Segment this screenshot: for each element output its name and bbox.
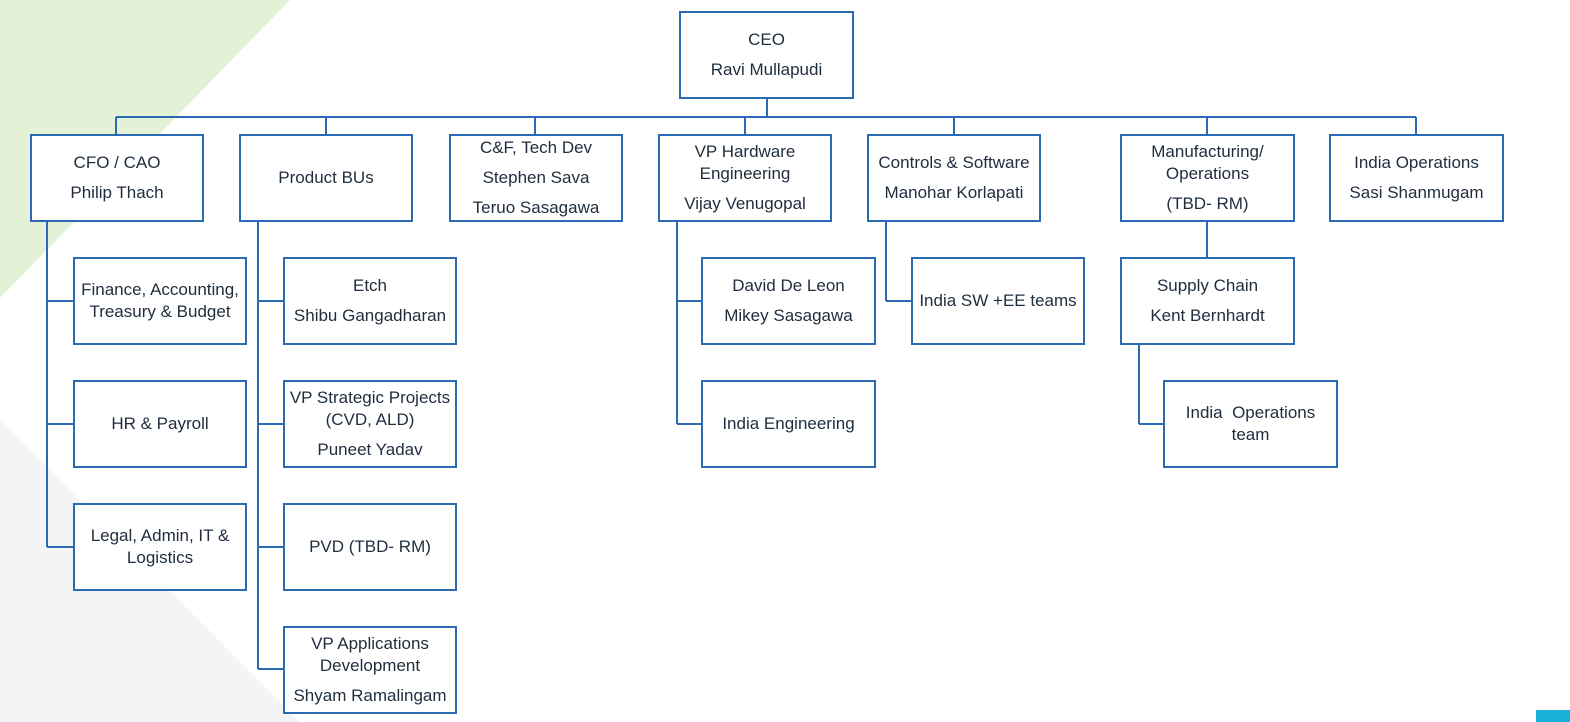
- manufacturing-title-2: Operations: [1165, 164, 1250, 183]
- supply-chain-title: Supply Chain: [1156, 276, 1259, 295]
- india-sw-title: India SW +EE teams: [919, 291, 1077, 310]
- cfo-box: CFO / CAO Philip Thach: [30, 134, 204, 222]
- legal-box: Legal, Admin, IT & Logistics: [73, 503, 247, 591]
- product-bus-title: Product BUs: [278, 168, 374, 187]
- pvd-box: PVD (TBD- RM): [283, 503, 457, 591]
- legal-line-2: Logistics: [126, 548, 194, 567]
- david-box: David De Leon Mikey Sasagawa: [701, 257, 876, 345]
- vp-apps-name: Shyam Ramalingam: [293, 686, 447, 705]
- vp-strategic-title-1: VP Strategic Projects: [289, 388, 451, 407]
- david-name-2: Mikey Sasagawa: [724, 306, 853, 325]
- cf-tech-name-1: Stephen Sava: [482, 168, 590, 187]
- vp-apps-title-2: Development: [319, 656, 421, 675]
- pvd-title: PVD (TBD- RM): [309, 537, 431, 556]
- india-ops-team-line-1: India Operations: [1185, 403, 1316, 422]
- etch-box: Etch Shibu Gangadharan: [283, 257, 457, 345]
- vp-hw-title-2: Engineering: [699, 164, 791, 183]
- hr-box: HR & Payroll: [73, 380, 247, 468]
- vp-hw-name: Vijay Venugopal: [684, 194, 806, 213]
- corner-accent: [1536, 710, 1570, 722]
- ceo-name: Ravi Mullapudi: [710, 60, 823, 79]
- controls-title: Controls & Software: [878, 153, 1030, 172]
- vp-strategic-box: VP Strategic Projects (CVD, ALD) Puneet …: [283, 380, 457, 468]
- ceo-box: CEO Ravi Mullapudi: [679, 11, 854, 99]
- vp-apps-box: VP Applications Development Shyam Ramali…: [283, 626, 457, 714]
- manufacturing-title-1: Manufacturing/: [1151, 142, 1264, 161]
- india-sw-box: India SW +EE teams: [911, 257, 1085, 345]
- cfo-name: Philip Thach: [70, 183, 164, 202]
- vp-apps-title-1: VP Applications: [311, 634, 429, 653]
- ceo-title: CEO: [748, 30, 785, 49]
- product-bus-box: Product BUs: [239, 134, 413, 222]
- etch-name: Shibu Gangadharan: [293, 306, 447, 325]
- vp-hw-title-1: VP Hardware: [694, 142, 796, 161]
- cf-tech-title: C&F, Tech Dev: [479, 138, 593, 157]
- supply-chain-box: Supply Chain Kent Bernhardt: [1120, 257, 1295, 345]
- etch-title: Etch: [352, 276, 388, 295]
- finance-box: Finance, Accounting, Treasury & Budget: [73, 257, 247, 345]
- vp-strategic-name: Puneet Yadav: [317, 440, 423, 459]
- legal-line-1: Legal, Admin, IT &: [90, 526, 230, 545]
- controls-name: Manohar Korlapati: [884, 183, 1024, 202]
- cfo-title: CFO / CAO: [73, 153, 161, 172]
- vp-strategic-title-2: (CVD, ALD): [325, 410, 415, 429]
- david-name-1: David De Leon: [732, 276, 845, 295]
- hr-title: HR & Payroll: [111, 414, 209, 433]
- india-ops-box: India Operations Sasi Shanmugam: [1329, 134, 1504, 222]
- supply-chain-name: Kent Bernhardt: [1150, 306, 1265, 325]
- cf-tech-name-2: Teruo Sasagawa: [472, 198, 600, 217]
- cf-tech-box: C&F, Tech Dev Stephen Sava Teruo Sasagaw…: [449, 134, 623, 222]
- finance-line-1: Finance, Accounting,: [81, 280, 239, 299]
- vp-hw-box: VP Hardware Engineering Vijay Venugopal: [658, 134, 832, 222]
- india-ops-team-box: India Operations team: [1163, 380, 1338, 468]
- manufacturing-box: Manufacturing/ Operations (TBD- RM): [1120, 134, 1295, 222]
- india-ops-team-line-2: team: [1231, 425, 1270, 444]
- finance-line-2: Treasury & Budget: [89, 302, 231, 321]
- india-eng-box: India Engineering: [701, 380, 876, 468]
- india-ops-title: India Operations: [1354, 153, 1479, 172]
- india-eng-title: India Engineering: [722, 414, 855, 433]
- controls-box: Controls & Software Manohar Korlapati: [867, 134, 1041, 222]
- india-ops-name: Sasi Shanmugam: [1349, 183, 1484, 202]
- manufacturing-name: (TBD- RM): [1166, 194, 1249, 213]
